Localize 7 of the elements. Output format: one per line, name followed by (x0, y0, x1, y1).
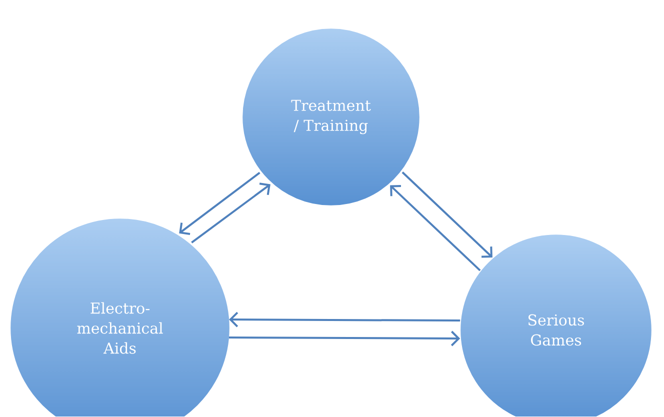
arrow (191, 182, 270, 244)
circle-node: Treatment / Training (241, 27, 421, 207)
arrow (229, 330, 460, 346)
arrow (229, 312, 460, 328)
arrow (390, 184, 481, 272)
arrow (402, 172, 492, 258)
arrow (179, 172, 260, 235)
